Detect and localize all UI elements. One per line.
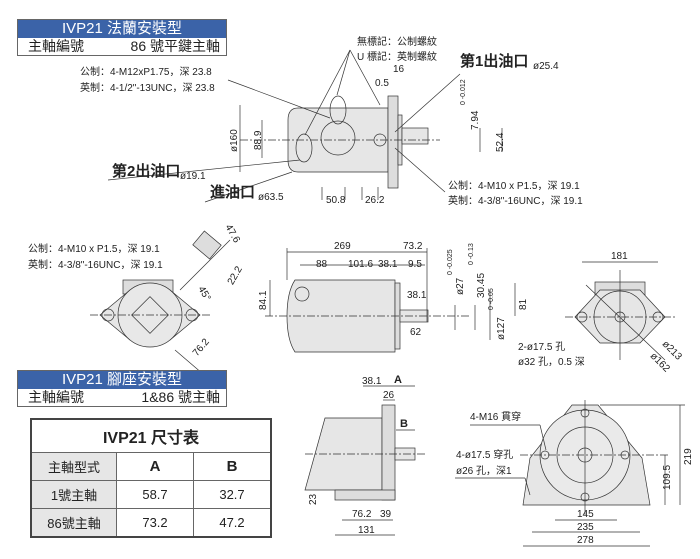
dim-26.2: 26.2 bbox=[365, 195, 385, 206]
dim-88: 88 bbox=[316, 259, 328, 270]
imperial-thread-top: 英制：4-1/2"-13UNC，深 23.8 bbox=[80, 83, 215, 94]
shaft-number-value: 1&86 號主軸 bbox=[141, 389, 220, 405]
dim-26: 26 bbox=[383, 390, 395, 401]
imperial-thread: 英制：4-3/8"-16UNC，深 19.1 bbox=[28, 260, 163, 271]
foot-mount-title: IVP21 腳座安裝型 bbox=[18, 371, 226, 389]
dim-9.5: 9.5 bbox=[408, 259, 422, 270]
foot-mount-header: IVP21 腳座安裝型 主軸編號 1&86 號主軸 bbox=[17, 370, 227, 407]
cell-B: 32.7 bbox=[193, 480, 272, 509]
dim-84.1: 84.1 bbox=[258, 290, 269, 310]
row-label: 86號主軸 bbox=[30, 508, 117, 538]
flange-mount-header: IVP21 法蘭安裝型 主軸編號 86 號平鍵主軸 bbox=[17, 19, 227, 56]
cell-A: 73.2 bbox=[116, 508, 194, 538]
table-row: 1號主軸 58.7 32.7 bbox=[30, 480, 272, 509]
dim-145: 145 bbox=[577, 509, 594, 520]
dim-109.5: 109.5 bbox=[662, 464, 673, 490]
dim-76.2: 76.2 bbox=[352, 509, 372, 520]
header-A: A bbox=[116, 452, 194, 481]
dim-181: 181 bbox=[611, 251, 628, 262]
header-shaft-type: 主軸型式 bbox=[30, 452, 117, 481]
tol-127: 0 -0.05 bbox=[488, 288, 495, 310]
thread-note-metric: 無標記：公制螺紋 bbox=[357, 37, 437, 48]
shaft-number-label: 主軸編號 bbox=[28, 389, 84, 405]
through-holes: 4-ø17.5 穿孔 bbox=[456, 450, 514, 461]
dim-235: 235 bbox=[577, 522, 594, 533]
outlet-1-label: 第1出油口 bbox=[460, 53, 529, 70]
table-row: 86號主軸 73.2 47.2 bbox=[30, 508, 272, 538]
imperial-thread-right: 英制：4-3/8"-16UNC，深 19.1 bbox=[448, 196, 583, 207]
dim-62: 62 bbox=[410, 327, 422, 338]
dim-88.9: 88.9 bbox=[253, 130, 264, 150]
outlet-1-diameter: ø25.4 bbox=[533, 61, 559, 72]
side-view bbox=[265, 248, 516, 353]
foot-mount-front-view bbox=[455, 400, 685, 547]
tol-27: 0 -0.025 bbox=[447, 249, 454, 275]
dim-38.1-shaft: 38.1 bbox=[407, 290, 427, 301]
dim-131: 131 bbox=[358, 525, 375, 536]
dim-38.1: 38.1 bbox=[362, 376, 382, 387]
dim-269: 269 bbox=[334, 241, 351, 252]
inlet-diameter: ø63.5 bbox=[258, 192, 284, 203]
foot-mount-side-view bbox=[304, 385, 425, 536]
dim-A: A bbox=[394, 374, 402, 386]
header-B: B bbox=[193, 452, 272, 481]
dim-38.1: 38.1 bbox=[378, 259, 398, 270]
outlet-2-label: 第2出油口 bbox=[112, 163, 181, 180]
dim-B: B bbox=[400, 418, 408, 430]
dim-101.6: 101.6 bbox=[348, 259, 374, 270]
outlet-2-diameter: ø19.1 bbox=[180, 171, 206, 182]
metric-thread: 公制：4-M10 x P1.5，深 19.1 bbox=[28, 244, 160, 255]
dim-0.5: 0.5 bbox=[375, 78, 389, 89]
shaft-number-label: 主軸編號 bbox=[28, 38, 84, 54]
metric-thread-right: 公制：4-M10 x P1.5，深 19.1 bbox=[448, 181, 580, 192]
cell-B: 47.2 bbox=[193, 508, 272, 538]
flange-pump-side-view bbox=[107, 49, 503, 203]
counterbore: ø32 孔，0.5 深 bbox=[518, 357, 585, 368]
dim-39: 39 bbox=[380, 509, 392, 520]
dim-219: 219 bbox=[683, 448, 694, 465]
mount-holes: 2-ø17.5 孔 bbox=[518, 342, 566, 353]
dim-23: 23 bbox=[308, 493, 319, 505]
tol-30.45: 0 -0.13 bbox=[468, 243, 475, 265]
dim-50.8: 50.8 bbox=[326, 195, 346, 206]
size-table: IVP21 尺寸表 主軸型式 A B 1號主軸 58.7 32.7 86號主軸 … bbox=[30, 418, 272, 538]
end-view-right bbox=[565, 261, 675, 361]
dim-127: ø127 bbox=[496, 317, 507, 340]
dim-81: 81 bbox=[518, 298, 529, 310]
shaft-number-value: 86 號平鍵主軸 bbox=[130, 38, 220, 54]
cell-A: 58.7 bbox=[116, 480, 194, 509]
flange-mount-title: IVP21 法蘭安裝型 bbox=[18, 20, 226, 38]
dim-27: ø27 bbox=[455, 277, 466, 295]
dim-73.2: 73.2 bbox=[403, 241, 423, 252]
size-table-title: IVP21 尺寸表 bbox=[30, 418, 272, 453]
metric-thread-top: 公制：4-M12xP1.75，深 23.8 bbox=[80, 67, 212, 78]
tol-7.94: 0 -0.012 bbox=[460, 79, 467, 105]
flange-pump-end-view bbox=[90, 230, 231, 381]
inlet-label: 進油口 bbox=[210, 184, 256, 201]
dim-278: 278 bbox=[577, 535, 594, 546]
row-label: 1號主軸 bbox=[30, 480, 117, 509]
m16-through: 4-M16 貫穿 bbox=[470, 412, 522, 423]
dim-7.94: 7.94 bbox=[470, 110, 481, 130]
thread-note-imperial: U 標記：英制螺紋 bbox=[357, 52, 437, 63]
dim-16: 16 bbox=[393, 64, 405, 75]
dim-52.4: 52.4 bbox=[495, 132, 506, 152]
counterbore: ø26 孔，深1 bbox=[456, 466, 512, 477]
dim-160: ø160 bbox=[229, 129, 240, 152]
